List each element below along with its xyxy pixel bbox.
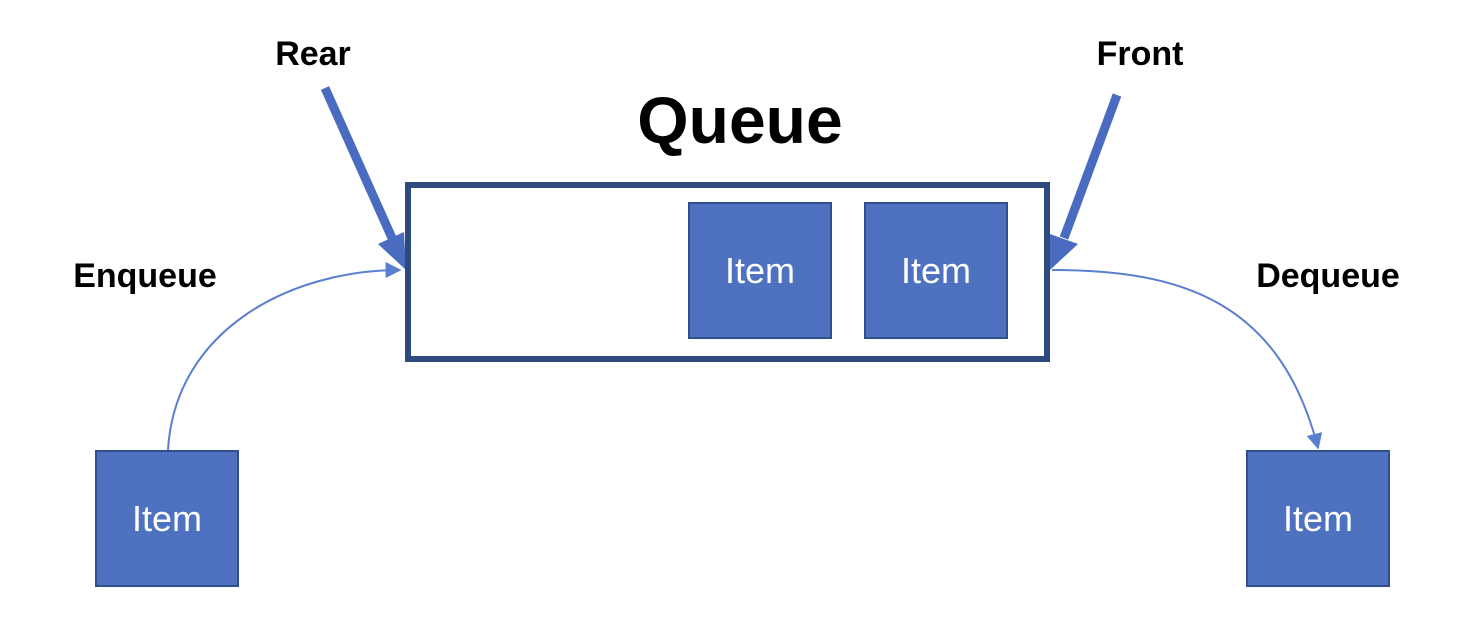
queue-item-label: Item bbox=[724, 249, 795, 291]
front-pointer-arrow bbox=[1050, 93, 1122, 270]
rear-pointer-arrow bbox=[320, 86, 406, 270]
enqueue-label: Enqueue bbox=[73, 257, 217, 295]
enqueue-item-label: Item bbox=[131, 497, 202, 539]
dequeue-item: Item bbox=[1246, 450, 1390, 587]
dequeue-flow-arrow bbox=[1051, 269, 1323, 450]
dequeue-label: Dequeue bbox=[1256, 257, 1400, 295]
diagram-title: Queue bbox=[637, 83, 843, 157]
enqueue-flow-arrow bbox=[167, 262, 402, 451]
front-label: Front bbox=[1096, 35, 1184, 73]
queue-item-label: Item bbox=[900, 249, 971, 291]
dequeue-item-label: Item bbox=[1282, 497, 1353, 539]
queue-item: Item bbox=[688, 202, 832, 339]
queue-item: Item bbox=[864, 202, 1008, 339]
enqueue-item: Item bbox=[95, 450, 239, 587]
rear-label: Rear bbox=[275, 35, 351, 73]
